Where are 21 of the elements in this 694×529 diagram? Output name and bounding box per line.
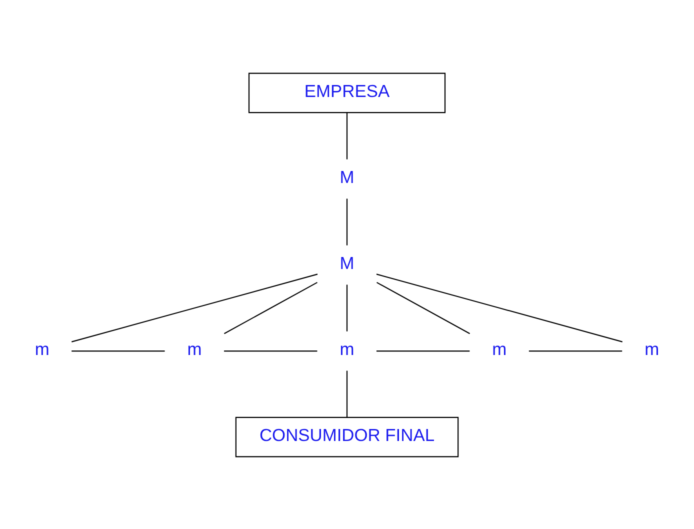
node-box: EMPRESA	[248, 72, 446, 113]
node-text: m	[492, 338, 507, 359]
node-text: M	[340, 252, 354, 273]
connector	[376, 281, 470, 334]
connector	[346, 284, 348, 331]
connector	[224, 281, 318, 334]
connector	[72, 273, 318, 342]
node-text: m	[340, 338, 354, 359]
node-box: CONSUMIDOR FINAL	[235, 416, 459, 457]
connector	[72, 350, 165, 352]
node-text: m	[34, 338, 50, 359]
node-text: m	[644, 338, 660, 359]
node-text: m	[187, 338, 202, 359]
connector	[376, 273, 622, 342]
connector	[224, 350, 318, 352]
connector	[376, 350, 470, 352]
connector	[346, 198, 348, 245]
connector	[528, 350, 622, 352]
node-text: M	[340, 166, 354, 187]
connector	[346, 370, 348, 417]
connector	[346, 112, 348, 159]
